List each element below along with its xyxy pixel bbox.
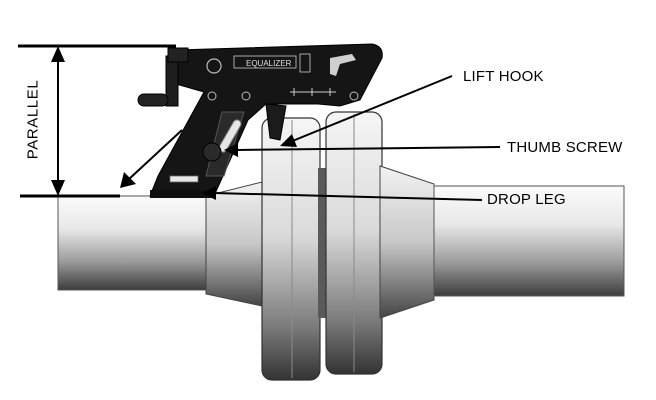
- left-pipe: [57, 195, 209, 291]
- lift-hook-label: LIFT HOOK: [463, 68, 544, 85]
- thumb-screw-knob: [202, 142, 222, 162]
- parallel-label: PARALLEL: [24, 79, 42, 160]
- drop-leg-label: DROP LEG: [487, 191, 566, 208]
- parallel-dimension: [18, 44, 176, 198]
- thumb-screw-label: THUMB SCREW: [507, 139, 623, 156]
- drop-direction-arrow: [120, 129, 183, 188]
- right-hub: [379, 165, 435, 319]
- tool-brand-marking: EQUALIZER: [246, 59, 292, 68]
- alignment-tool: EQUALIZER: [137, 43, 383, 198]
- leader-lift-hook: [280, 75, 453, 147]
- left-hub: [205, 181, 263, 307]
- leader-thumb-screw: [224, 143, 501, 157]
- left-flange: [261, 117, 321, 381]
- leader-drop-leg: [202, 186, 483, 201]
- right-flange: [325, 111, 383, 375]
- right-pipe: [433, 185, 625, 297]
- flange-gap: [318, 168, 328, 318]
